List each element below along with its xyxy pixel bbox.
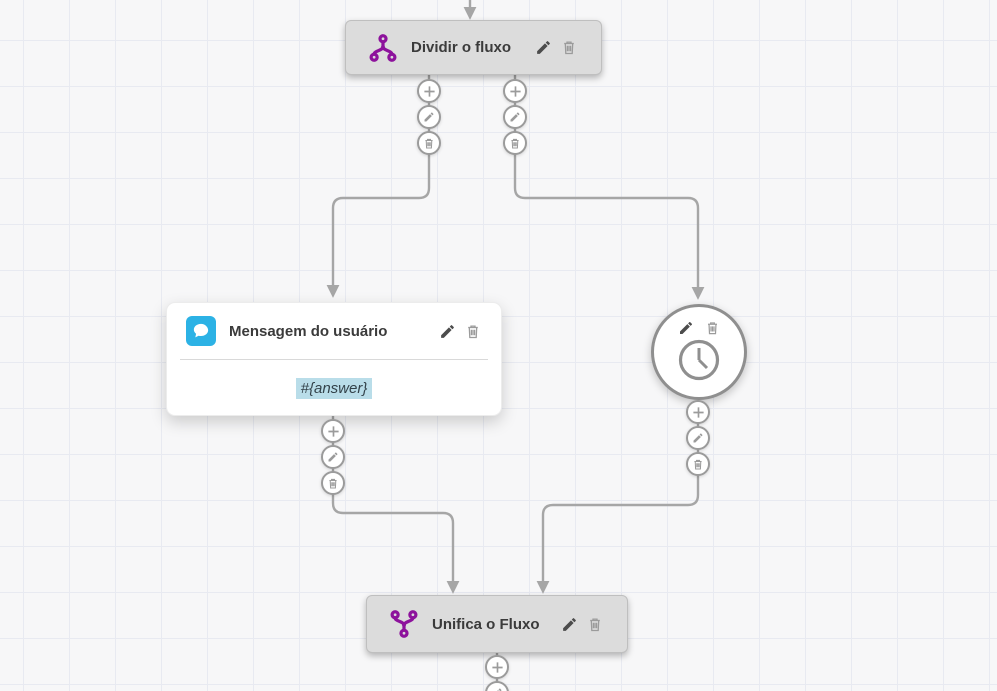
plus-icon: [692, 406, 704, 418]
timer-actions: [678, 320, 720, 336]
pencil-icon: [510, 112, 520, 122]
connector-timer-to-merge: [536, 400, 700, 594]
plus-icon: [423, 85, 435, 97]
delete-node-icon[interactable]: [705, 320, 720, 336]
branch-left-actions: [417, 79, 441, 155]
delete-connector-button[interactable]: [417, 131, 441, 155]
node-merge-flow[interactable]: Unifica o Fluxo: [366, 595, 628, 653]
plus-icon: [491, 661, 503, 673]
edit-connector-button[interactable]: [503, 105, 527, 129]
trash-icon: [694, 459, 702, 470]
split-flow-icon: [369, 33, 397, 62]
node-timer[interactable]: [651, 304, 747, 400]
connector-split-to-timer: [513, 75, 705, 300]
add-node-button[interactable]: [686, 400, 710, 424]
edit-connector-button[interactable]: [686, 426, 710, 450]
pencil-icon: [328, 452, 338, 462]
card-body: #{answer}: [167, 360, 501, 416]
node-title: Mensagem do usuário: [229, 322, 388, 340]
add-node-button[interactable]: [503, 79, 527, 103]
node-user-message[interactable]: Mensagem do usuário #{answer}: [166, 302, 502, 416]
delete-node-icon[interactable]: [587, 616, 603, 633]
delete-node-icon[interactable]: [561, 39, 577, 56]
node-title: Unifica o Fluxo: [432, 615, 540, 633]
edit-connector-button[interactable]: [485, 681, 509, 691]
edit-node-icon[interactable]: [439, 323, 456, 340]
node-split-flow[interactable]: Dividir o fluxo: [345, 20, 602, 75]
delete-connector-button[interactable]: [686, 452, 710, 476]
trash-icon: [511, 138, 519, 149]
edit-node-icon[interactable]: [561, 616, 578, 633]
pencil-icon: [693, 433, 703, 443]
add-node-button[interactable]: [485, 655, 509, 679]
trash-icon: [329, 478, 337, 489]
node-title: Dividir o fluxo: [411, 39, 512, 56]
variable-chip[interactable]: #{answer}: [295, 377, 373, 399]
timer-output-actions: [686, 400, 710, 476]
plus-icon: [509, 85, 521, 97]
chat-bubble-icon: [186, 316, 216, 346]
pencil-icon: [424, 112, 434, 122]
clock-icon: [678, 339, 720, 381]
card-header: Mensagem do usuário: [167, 303, 501, 359]
connector-message-to-merge: [331, 416, 460, 594]
delete-connector-button[interactable]: [321, 471, 345, 495]
trash-icon: [425, 138, 433, 149]
add-node-button[interactable]: [321, 419, 345, 443]
delete-connector-button[interactable]: [503, 131, 527, 155]
message-output-actions: [321, 419, 345, 495]
connector-split-to-message: [326, 75, 431, 298]
pencil-icon: [497, 688, 502, 691]
edit-node-icon[interactable]: [678, 320, 694, 336]
branch-right-actions: [503, 79, 527, 155]
add-node-button[interactable]: [417, 79, 441, 103]
edit-node-icon[interactable]: [535, 39, 552, 56]
edit-connector-button[interactable]: [321, 445, 345, 469]
edit-connector-button[interactable]: [417, 105, 441, 129]
merge-output-actions: [485, 655, 509, 691]
plus-icon: [327, 425, 339, 437]
merge-flow-icon: [390, 610, 418, 638]
card-divider: [180, 359, 488, 360]
delete-node-icon[interactable]: [465, 323, 481, 340]
